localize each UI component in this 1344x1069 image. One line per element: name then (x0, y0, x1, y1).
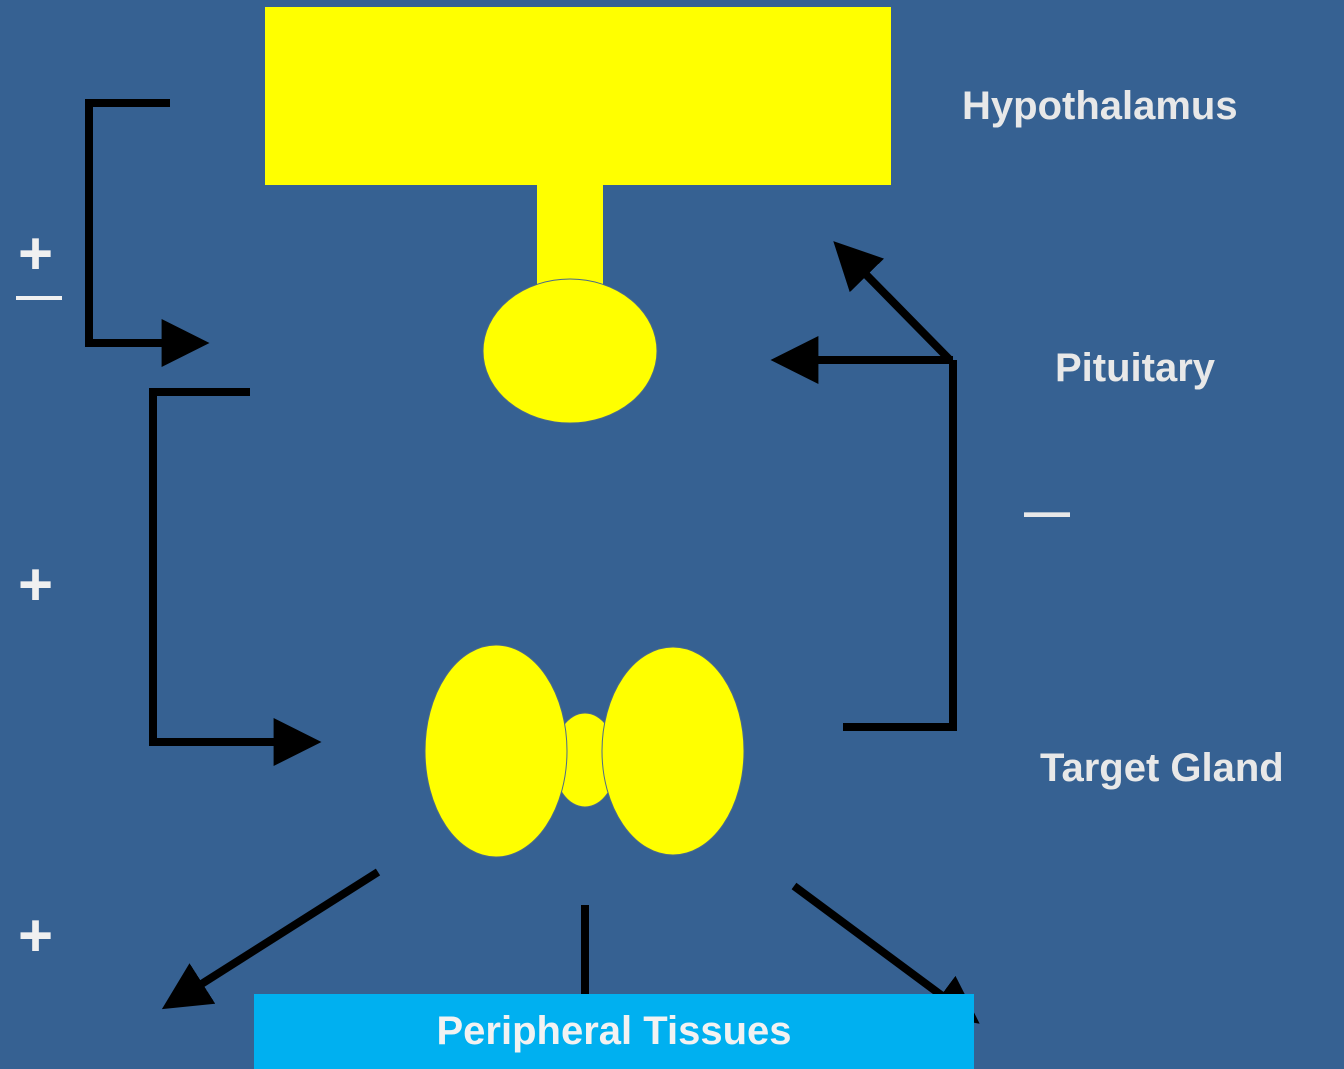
negative-feedback-line (843, 360, 953, 727)
hypothalamus-to-pituitary-arrow (89, 103, 200, 343)
target-gland-left-lobe-shape (425, 645, 567, 857)
peripheral-tissues-label: Peripheral Tissues (437, 1009, 792, 1054)
plus-minus-sign: + (18, 224, 53, 284)
hypothalamus-shape (265, 7, 891, 185)
plus-sign-bottom: + (18, 906, 53, 966)
peripheral-tissues-box: Peripheral Tissues (254, 994, 974, 1069)
target-to-peripheral-left-arrow (170, 872, 378, 1004)
pituitary-to-target-arrow (153, 392, 312, 742)
pituitary-label: Pituitary (1055, 346, 1215, 391)
hypothalamus-label: Hypothalamus (962, 84, 1238, 129)
pituitary-shape (483, 279, 657, 423)
pituitary-stalk-shape (537, 184, 603, 294)
target-gland-label: Target Gland (1040, 746, 1284, 791)
plus-sign-middle: + (18, 555, 53, 615)
feedback-to-hypothalamus-arrow (840, 248, 950, 360)
plus-minus-underline (16, 296, 62, 300)
negative-feedback-sign: — (1024, 484, 1070, 538)
target-gland-right-lobe-shape (602, 647, 744, 855)
